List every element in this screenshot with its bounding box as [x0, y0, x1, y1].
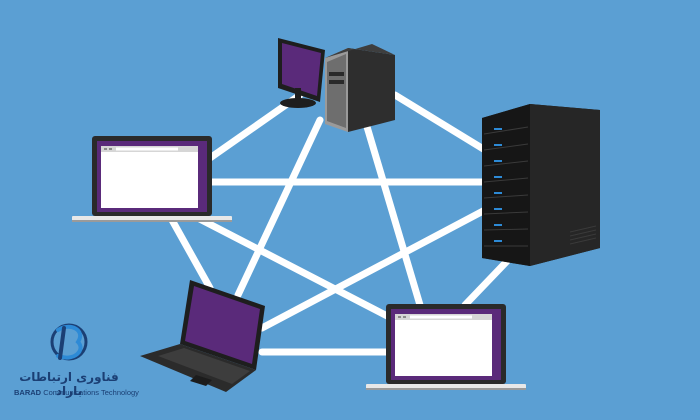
company-logo: فناوری ارتباطات باراد BARAD Communicatio… — [14, 322, 139, 402]
laptop-icon — [72, 136, 232, 222]
logo-name-persian: فناوری ارتباطات باراد — [19, 370, 119, 398]
link-desktop-server — [391, 91, 489, 154]
link-desktop-laptop-bottom-left — [234, 116, 324, 299]
logo-tagline-text: Communications Technology — [43, 388, 139, 397]
rack-server-icon — [482, 104, 600, 266]
server-vents — [569, 225, 597, 245]
open-laptop-icon — [140, 280, 265, 392]
server-leds — [494, 128, 502, 242]
link-server-laptop-bottom-left — [258, 206, 489, 332]
link-server-laptop-bottom-right — [461, 254, 514, 309]
server-units — [483, 126, 529, 247]
logo-tagline: BARAD Communications Technology — [14, 388, 139, 397]
desktop-computer-icon — [278, 38, 395, 132]
logo-brand: BARAD — [14, 388, 42, 397]
link-laptop-left-laptop-bottom-left — [168, 216, 214, 292]
link-laptop-left-laptop-bottom-right — [188, 211, 399, 324]
link-desktop-laptop-bottom-right — [361, 116, 424, 309]
laptop-icon — [366, 304, 526, 390]
network-links — [168, 91, 514, 356]
barad-logo-icon — [50, 323, 88, 361]
